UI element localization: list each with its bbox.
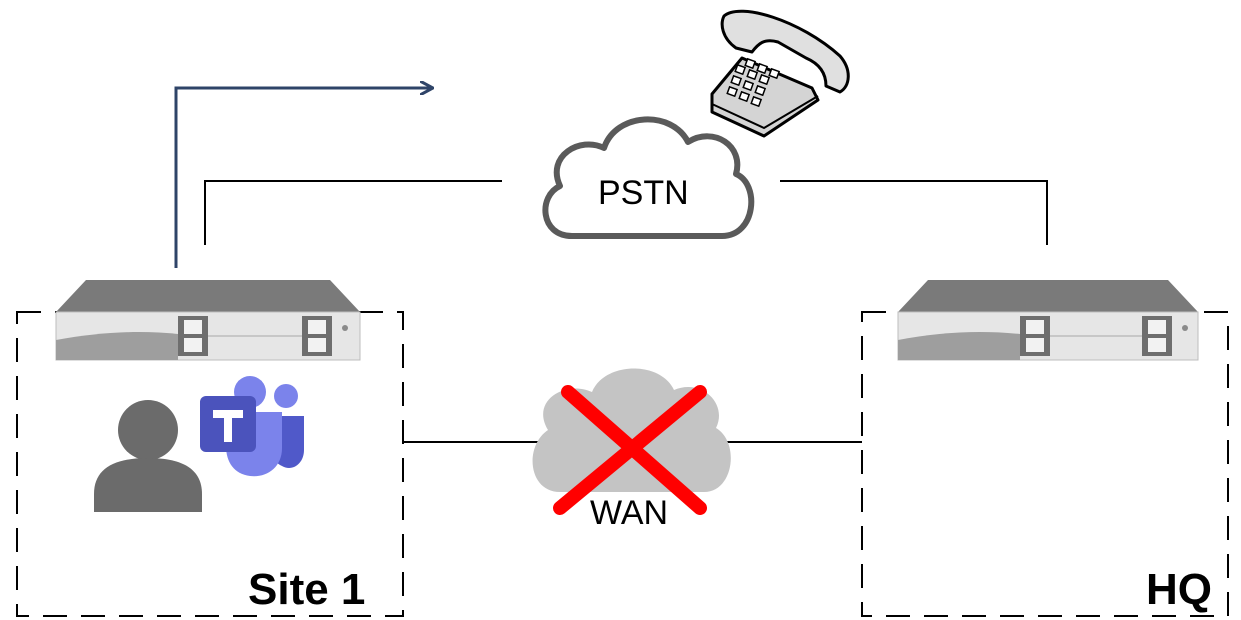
server-hq — [897, 280, 1199, 361]
pstn-link-hq — [780, 180, 1048, 245]
hq-boundary — [861, 311, 1229, 617]
pstn-cloud — [542, 116, 755, 239]
wan-label: WAN — [590, 494, 669, 532]
pstn-link-site1 — [204, 180, 502, 245]
microsoft-teams-icon — [200, 376, 304, 477]
telephone-icon — [710, 9, 850, 138]
user-icon — [94, 400, 202, 512]
hq-label: HQ — [1146, 565, 1212, 614]
wan-failure-cross — [553, 385, 707, 515]
server-site1 — [55, 280, 361, 361]
pstn-label: PSTN — [598, 174, 689, 212]
outbound-arrow — [174, 88, 432, 268]
site1-label: Site 1 — [248, 565, 366, 614]
